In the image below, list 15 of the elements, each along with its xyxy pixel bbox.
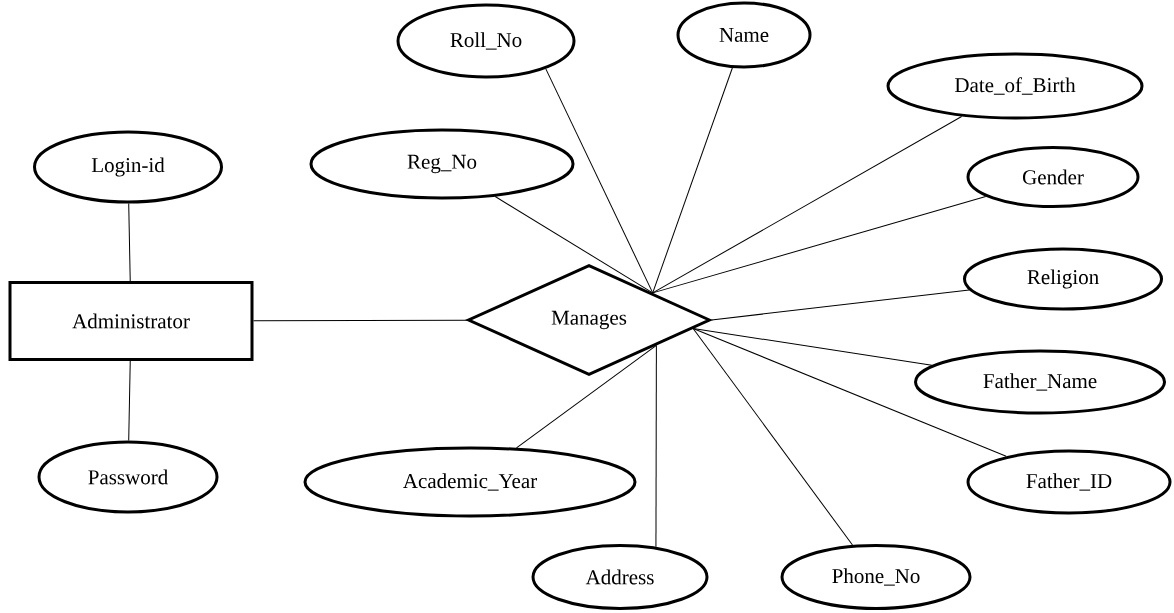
connector-line: [652, 67, 733, 294]
connector-line: [128, 203, 131, 282]
entity-box: Administrator: [8, 281, 254, 361]
connector-line: [652, 195, 987, 294]
connector-line: [692, 327, 933, 366]
connector-line: [655, 344, 657, 548]
connector-line: [253, 319, 468, 322]
connector-line: [494, 196, 654, 294]
connector-line: [711, 289, 970, 321]
connector-line: [516, 344, 657, 449]
connector-line: [545, 68, 654, 294]
connector-line: [652, 115, 963, 294]
connector-line: [692, 327, 853, 546]
connector-line: [128, 360, 131, 441]
connector-line: [692, 327, 1007, 457]
